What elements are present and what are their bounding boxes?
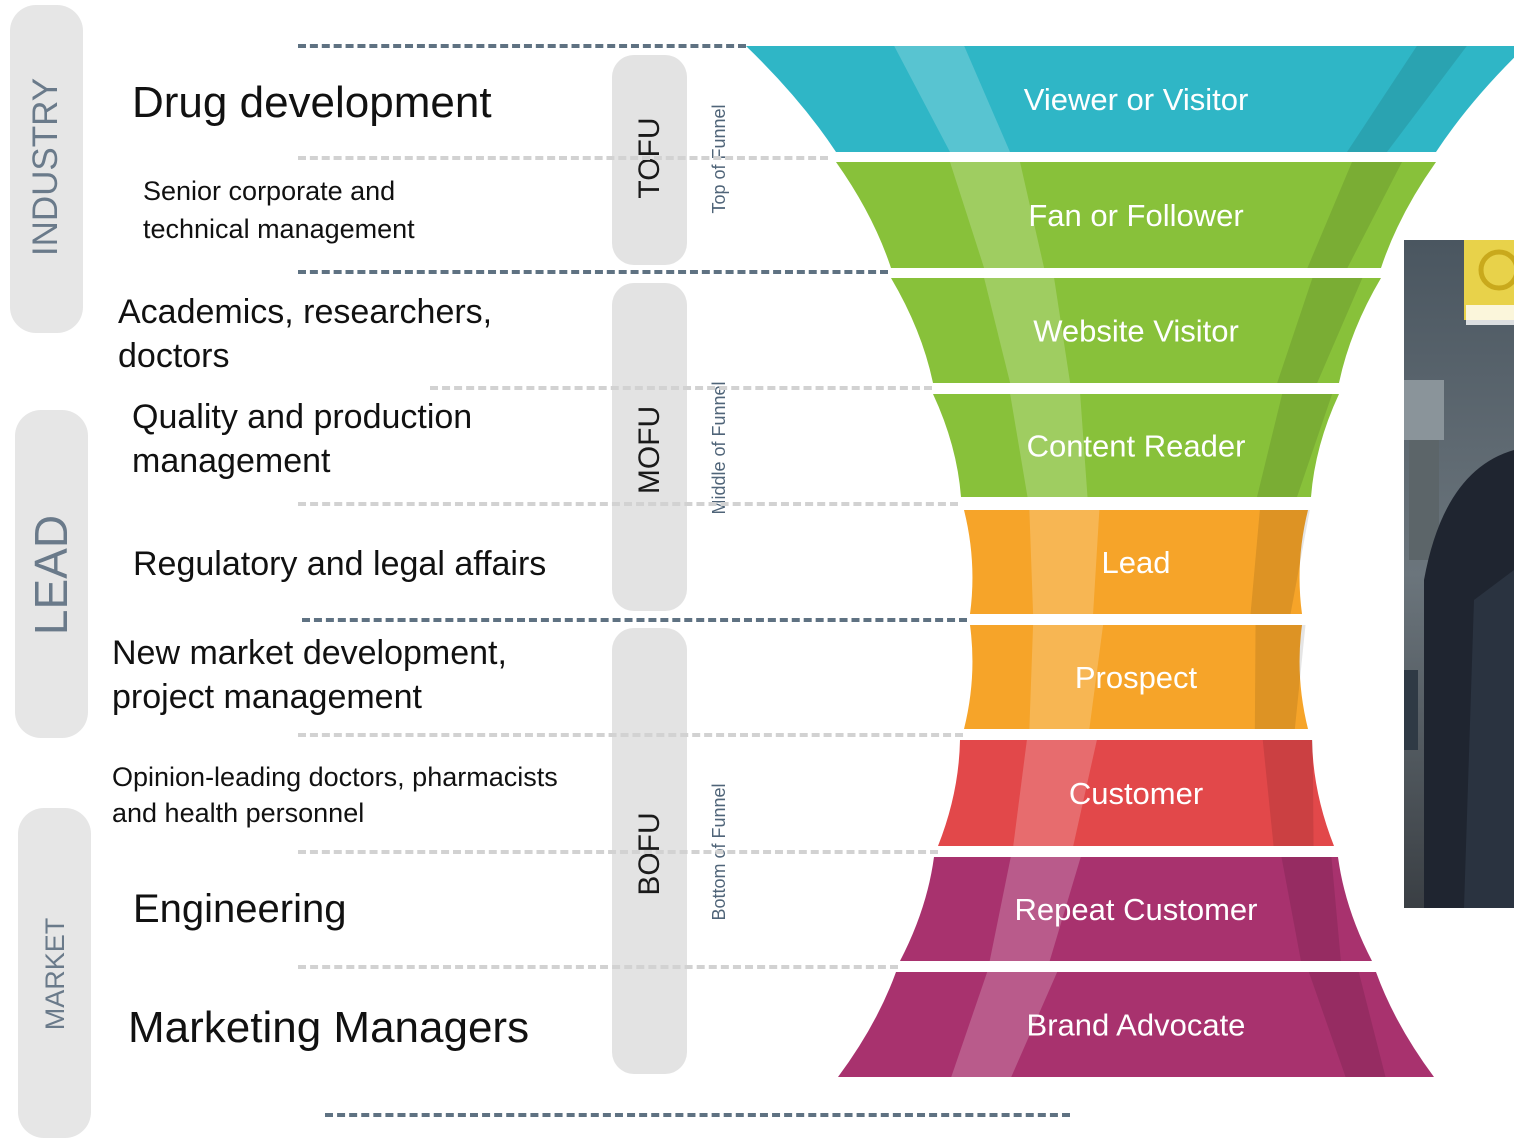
funnel-shade bbox=[1307, 162, 1402, 268]
separator-line bbox=[298, 850, 938, 854]
separator-line bbox=[298, 965, 898, 969]
funnel-shade bbox=[1250, 510, 1310, 614]
person-photo bbox=[1404, 240, 1514, 908]
funnel-segment-shape bbox=[891, 278, 1381, 383]
funnel-segment-shape bbox=[838, 972, 1434, 1077]
market-pill bbox=[18, 808, 91, 1138]
funnel-segment-shape bbox=[964, 625, 1308, 729]
funnel-shade bbox=[1308, 972, 1386, 1077]
funnel-highlight bbox=[1010, 394, 1088, 497]
audience-regulatory: Regulatory and legal affairs bbox=[133, 545, 547, 583]
stage-divider-line bbox=[325, 1113, 1070, 1117]
funnel-highlight bbox=[989, 857, 1081, 961]
funnel-segment: Viewer or Visitor bbox=[746, 46, 1514, 152]
tofu-pill bbox=[612, 55, 687, 265]
audience-drug-development: Drug development bbox=[132, 78, 492, 127]
funnel-highlight bbox=[950, 162, 1045, 268]
funnel-segment-label: Brand Advocate bbox=[1027, 1008, 1246, 1043]
audience-new-market: New market development, project manageme… bbox=[112, 634, 507, 716]
funnel-segment: Lead bbox=[964, 510, 1310, 614]
stage-divider-line bbox=[302, 618, 967, 622]
funnel-segment: Brand Advocate bbox=[838, 972, 1434, 1077]
funnel-highlight bbox=[1029, 510, 1100, 614]
separator-line bbox=[298, 156, 828, 160]
funnel-segment-shape bbox=[746, 46, 1514, 152]
funnel-segment-label: Customer bbox=[1069, 776, 1203, 811]
industry-pill bbox=[10, 5, 83, 333]
funnel-segment-label: Fan or Follower bbox=[1028, 198, 1243, 233]
separator-line bbox=[298, 733, 963, 737]
separator-line bbox=[430, 386, 932, 390]
funnel-segment-shape bbox=[900, 857, 1372, 961]
funnel-segment: Content Reader bbox=[933, 394, 1339, 497]
stage-divider-line bbox=[298, 44, 746, 48]
funnel-segment-shape bbox=[938, 740, 1334, 846]
funnel-segment: Customer bbox=[938, 740, 1334, 846]
funnel-highlight bbox=[951, 972, 1058, 1077]
funnel-segment-label: Content Reader bbox=[1027, 429, 1246, 464]
funnel-shade bbox=[1347, 46, 1467, 152]
funnel-segment: Prospect bbox=[964, 625, 1308, 729]
funnel-shade bbox=[1257, 394, 1333, 497]
funnel-segment-label: Website Visitor bbox=[1033, 314, 1239, 349]
funnel-segment-shape bbox=[933, 394, 1339, 497]
funnel-highlight bbox=[1029, 625, 1104, 729]
audience-academics: Academics, researchers, doctors bbox=[118, 293, 493, 375]
funnel-shade bbox=[1254, 625, 1306, 729]
funnel-shade bbox=[1277, 278, 1363, 383]
funnel-shade bbox=[1262, 740, 1314, 846]
mofu-pill bbox=[612, 283, 687, 611]
funnel-segment: Website Visitor bbox=[891, 278, 1381, 383]
funnel-shade bbox=[1281, 857, 1341, 961]
separator-line bbox=[298, 502, 958, 506]
lead-pill bbox=[15, 410, 88, 738]
funnel-segment: Repeat Customer bbox=[900, 857, 1372, 961]
funnel-highlight bbox=[894, 46, 1010, 152]
funnel-segment-label: Prospect bbox=[1075, 660, 1198, 695]
funnel-highlight bbox=[984, 278, 1071, 383]
funnel-segment: Fan or Follower bbox=[836, 162, 1436, 268]
funnel-highlight bbox=[1013, 740, 1097, 846]
funnel-segment-shape bbox=[836, 162, 1436, 268]
funnel-segment-label: Lead bbox=[1102, 545, 1171, 580]
audience-marketing-managers: Marketing Managers bbox=[128, 1003, 530, 1052]
funnel-segment-shape bbox=[964, 510, 1308, 614]
funnel-segment-label: Repeat Customer bbox=[1015, 892, 1258, 927]
funnel-segment-label: Viewer or Visitor bbox=[1024, 82, 1249, 117]
audience-opinion-leaders: Opinion-leading doctors, pharmacists and… bbox=[112, 762, 558, 828]
audience-quality-production: Quality and production management bbox=[132, 398, 473, 480]
stage-divider-line bbox=[298, 270, 888, 274]
audience-engineering: Engineering bbox=[133, 887, 347, 931]
audience-senior-management: Senior corporate and technical managemen… bbox=[143, 176, 415, 244]
